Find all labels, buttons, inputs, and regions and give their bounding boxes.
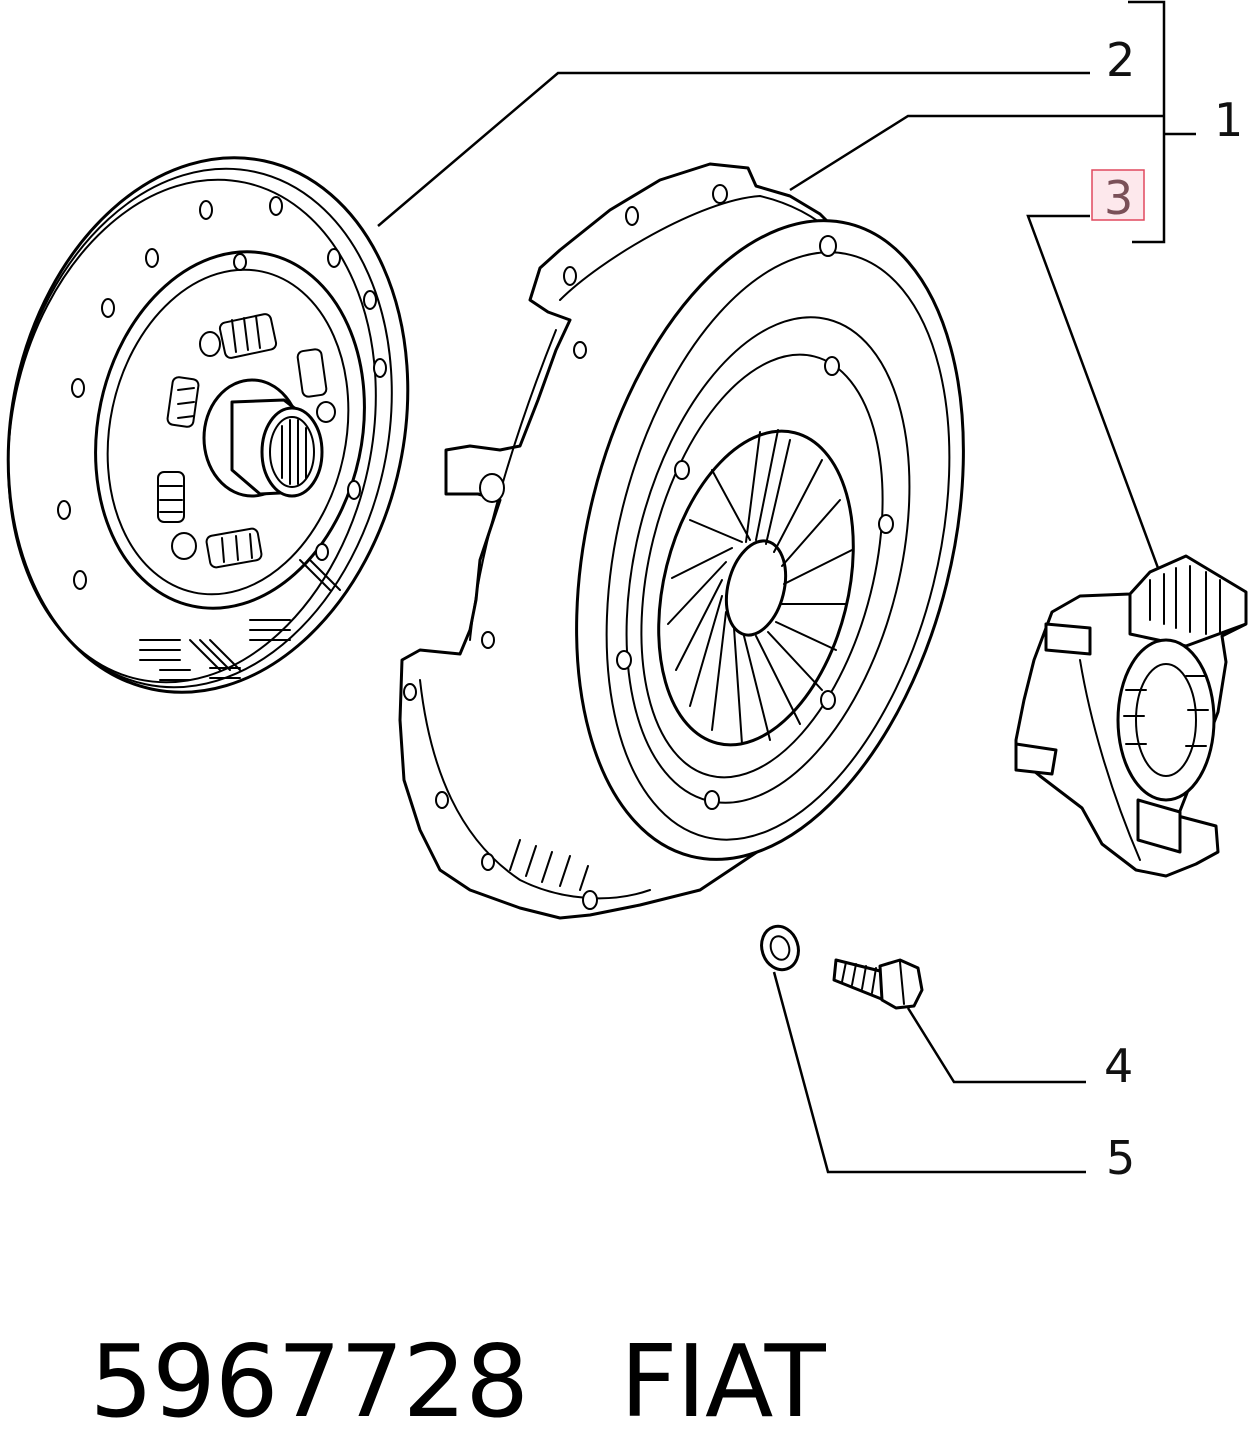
release-bearing [1014, 554, 1248, 878]
part-caption: 5967728 FIAT [28, 1232, 826, 1440]
clutch-disc [6, 156, 410, 694]
damper-springs [157, 313, 328, 569]
callout-labels: 2 1 3 4 5 [1091, 33, 1243, 1185]
callout-4: 4 [1104, 1039, 1133, 1093]
callout-1: 1 [1214, 93, 1243, 147]
diaphragm-spring [657, 429, 855, 747]
washer [760, 924, 800, 972]
bolt [832, 958, 924, 1010]
pressure-plate-cover [398, 162, 965, 920]
friction-hatching [139, 559, 341, 681]
disc-rivets [57, 196, 387, 590]
leader-lines [377, 0, 1196, 1174]
cover-holes [403, 184, 894, 910]
part-number: 5967728 [89, 1323, 529, 1440]
splined-hub [202, 378, 324, 498]
brand-name: FIAT [619, 1323, 826, 1440]
callout-3-highlight [1091, 169, 1145, 221]
clutch-kit-exploded-diagram: 2 1 3 4 5 [6, 0, 1248, 1185]
callout-5: 5 [1106, 1131, 1135, 1185]
callout-2: 2 [1106, 33, 1135, 87]
callout-3: 3 [1104, 171, 1133, 225]
